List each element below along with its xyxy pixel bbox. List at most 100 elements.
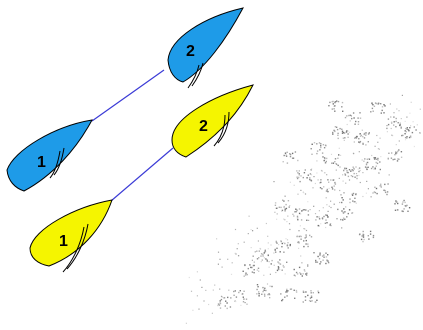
noise-speck <box>360 118 361 119</box>
noise-speck <box>403 208 404 209</box>
noise-speck <box>389 174 390 175</box>
noise-speck <box>301 262 302 263</box>
noise-speck <box>299 242 300 243</box>
noise-speck <box>391 122 392 123</box>
noise-speck <box>349 179 350 180</box>
noise-speck <box>313 252 314 253</box>
noise-speck <box>218 264 219 265</box>
noise-speck <box>351 175 352 176</box>
noise-speck <box>354 173 355 174</box>
noise-speck <box>293 215 294 216</box>
noise-speck <box>349 132 350 133</box>
noise-speck <box>396 108 397 109</box>
noise-speck <box>276 248 277 249</box>
noise-speck <box>311 174 312 175</box>
noise-speck <box>409 113 410 114</box>
noise-speck <box>197 295 198 296</box>
noise-speck <box>358 169 359 170</box>
noise-speck <box>316 153 317 154</box>
noise-speck <box>337 129 338 130</box>
noise-speck <box>280 264 281 265</box>
noise-speck <box>339 178 340 179</box>
noise-speck <box>297 273 298 274</box>
noise-speck <box>306 230 307 231</box>
noise-speck <box>391 135 392 136</box>
noise-speck <box>297 178 298 179</box>
noise-speck <box>325 223 326 224</box>
noise-speck <box>315 219 316 220</box>
noise-speck <box>284 297 285 298</box>
noise-speck <box>334 182 335 183</box>
noise-speck <box>366 164 367 165</box>
noise-speck <box>374 187 375 188</box>
noise-speck <box>354 198 355 199</box>
noise-speck <box>375 192 376 193</box>
noise-speck <box>405 139 406 140</box>
noise-speck <box>339 166 340 167</box>
noise-speck <box>361 239 362 240</box>
noise-speck <box>281 211 282 212</box>
noise-speck <box>310 173 311 174</box>
noise-speck <box>307 201 308 202</box>
noise-speck <box>230 306 231 307</box>
noise-speck <box>327 189 328 190</box>
noise-speck <box>268 242 269 243</box>
noise-speck <box>402 201 403 202</box>
noise-speck <box>240 305 241 306</box>
noise-speck <box>262 259 263 260</box>
noise-speck <box>306 236 307 237</box>
noise-speck <box>335 183 336 184</box>
noise-speck <box>390 103 391 104</box>
noise-speck <box>331 154 332 155</box>
noise-speck <box>285 196 286 197</box>
noise-speck <box>276 241 277 242</box>
noise-speck <box>278 268 279 269</box>
noise-speck <box>348 137 349 138</box>
noise-speck <box>305 169 306 170</box>
noise-speck <box>256 293 257 294</box>
noise-speck <box>328 262 329 263</box>
noise-speck <box>307 264 308 265</box>
noise-speck <box>358 124 359 125</box>
noise-speck <box>347 124 348 125</box>
noise-speck <box>386 125 387 126</box>
noise-speck <box>273 252 274 253</box>
noise-speck <box>341 210 342 211</box>
noise-speck <box>303 292 304 293</box>
noise-speck <box>305 193 306 194</box>
noise-speck <box>379 161 380 162</box>
noise-speck <box>312 187 313 188</box>
noise-speck <box>287 242 288 243</box>
noise-speck <box>398 122 399 123</box>
noise-speck <box>303 240 304 241</box>
noise-speck <box>300 190 301 191</box>
noise-speck <box>398 149 399 150</box>
noise-speck <box>343 218 344 219</box>
noise-speck <box>414 146 415 147</box>
noise-speck <box>388 153 389 154</box>
noise-speck <box>245 302 246 303</box>
noise-speck <box>252 260 253 261</box>
noise-speck <box>205 290 206 291</box>
noise-speck <box>307 243 308 244</box>
noise-speck <box>305 296 306 297</box>
noise-speck <box>343 199 344 200</box>
noise-speck <box>326 222 327 223</box>
noise-speck <box>235 253 236 254</box>
noise-speck <box>287 239 288 240</box>
noise-speck <box>316 160 317 161</box>
noise-speck <box>316 143 317 144</box>
noise-speck <box>327 215 328 216</box>
noise-speck <box>200 279 201 280</box>
noise-speck <box>235 290 236 291</box>
noise-speck <box>297 160 298 161</box>
noise-speck <box>327 216 328 217</box>
noise-speck <box>340 155 341 156</box>
noise-speck <box>362 159 363 160</box>
noise-speck <box>378 173 379 174</box>
noise-speck <box>349 169 350 170</box>
noise-speck <box>315 261 316 262</box>
noise-speck <box>290 156 291 157</box>
noise-speck <box>227 259 228 260</box>
noise-speck <box>309 235 310 236</box>
